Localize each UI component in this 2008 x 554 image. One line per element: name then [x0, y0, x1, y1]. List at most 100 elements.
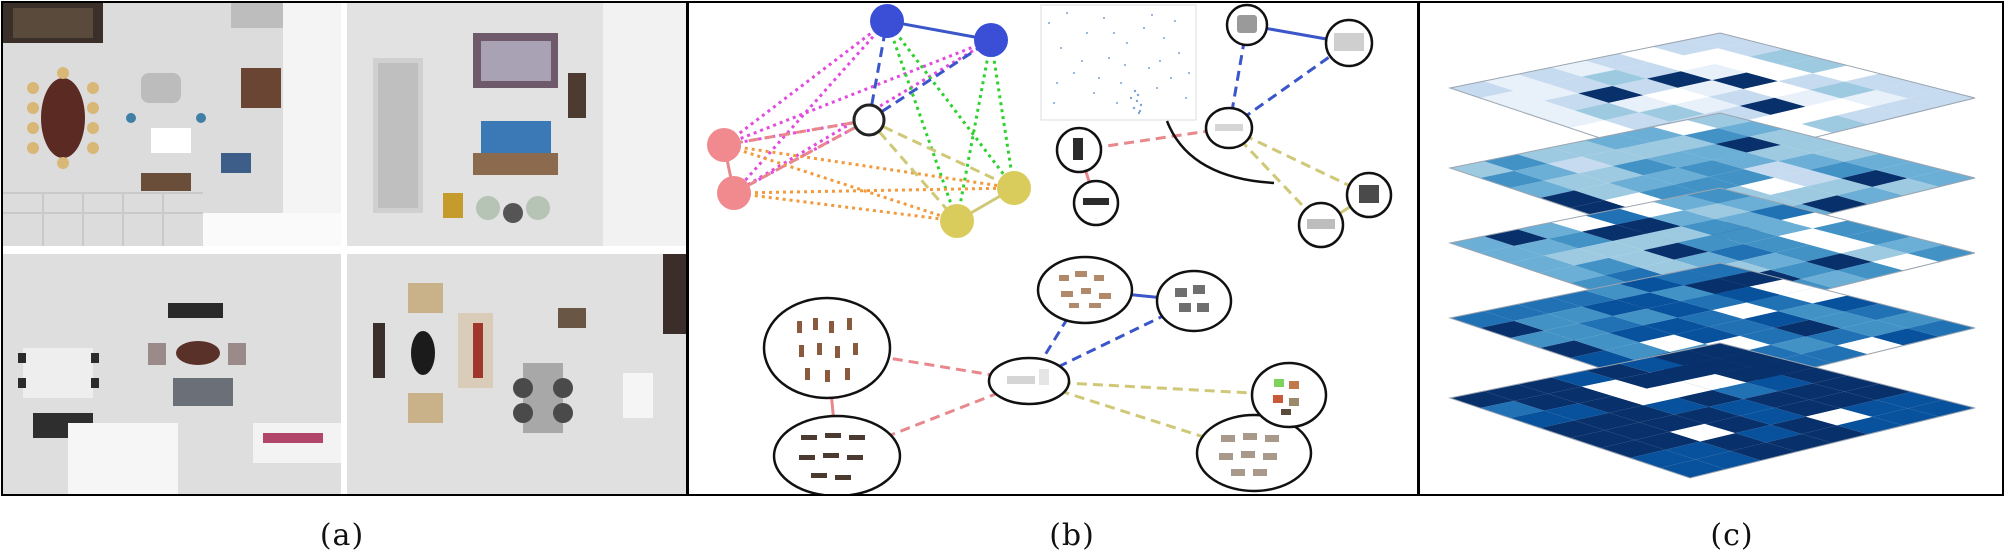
- heatmap-cell: [1450, 311, 1514, 328]
- heatmap-cell: [1581, 379, 1647, 396]
- heatmap-cell: [1809, 81, 1877, 99]
- heatmap-cell: [1480, 320, 1545, 338]
- heatmap-cell: [1574, 257, 1640, 276]
- heatmap-cell: [1774, 169, 1841, 187]
- room-living-kitchen: [3, 254, 341, 494]
- heatmap-cell: [1774, 399, 1841, 417]
- heatmap-cell: [1570, 430, 1635, 448]
- heatmap-cell: [1809, 161, 1877, 179]
- heatmap-cell: [1578, 85, 1644, 103]
- heatmap-cell: [1681, 63, 1747, 81]
- heatmap-cell: [1872, 408, 1940, 426]
- heatmap-cell: [1547, 231, 1613, 249]
- heatmap-cell: [1746, 374, 1813, 392]
- heatmap-cell: [1540, 190, 1605, 208]
- heatmap-cell: [1770, 336, 1837, 354]
- heatmap-cell: [1708, 168, 1775, 186]
- heatmap-cell: [1649, 365, 1716, 382]
- heatmap-cell: [1805, 408, 1873, 426]
- heatmap-cell: [1483, 304, 1548, 321]
- heatmap-cell: [1715, 211, 1782, 228]
- heatmap-cell: [1649, 55, 1716, 72]
- heatmap-cell: [1646, 301, 1713, 318]
- heatmap-cell: [1615, 292, 1682, 309]
- heatmap-cell: [1708, 88, 1775, 106]
- heatmap-cell: [1578, 240, 1644, 258]
- heatmap-cell: [1547, 76, 1613, 94]
- heatmap-cell: [1510, 255, 1575, 273]
- complete-graph: [722, 19, 1016, 223]
- heatmap-cell: [1708, 398, 1775, 416]
- heatmap-cell: [1513, 393, 1579, 411]
- heatmap-cell: [1801, 345, 1869, 363]
- heatmap-cell: [1649, 135, 1716, 152]
- object-set-nodes: [762, 255, 1328, 494]
- heatmap-cell: [1739, 407, 1806, 425]
- heatmap-cell: [1743, 391, 1810, 408]
- heatmap-cell: [1743, 161, 1810, 178]
- heatmap-cell: [1770, 416, 1837, 434]
- divider-a-b: [686, 3, 689, 494]
- heatmap-cell: [1540, 110, 1605, 128]
- stacked-heatmap-layers-icon: [1420, 3, 2002, 494]
- heatmap-cell: [1612, 308, 1678, 326]
- heatmap-cell: [1612, 233, 1678, 251]
- heatmap-cell: [1715, 56, 1782, 73]
- heatmap-cell: [1604, 112, 1670, 130]
- heatmap-cell: [1608, 95, 1675, 113]
- heatmap-cell: [1608, 175, 1675, 193]
- heatmap-cell: [1717, 351, 1784, 367]
- heatmap-cell: [1805, 178, 1873, 196]
- heatmap-cell: [1677, 235, 1744, 252]
- heatmap-cell: [1646, 71, 1713, 88]
- heatmap-cell: [1774, 319, 1841, 337]
- heatmap-cell: [1574, 332, 1640, 351]
- heatmap-cell: [1708, 243, 1775, 261]
- heatmap-cell: [1872, 328, 1940, 346]
- heatmap-cell: [1836, 186, 1904, 205]
- heatmap-cell: [1674, 406, 1740, 424]
- panel-a-floor-plans: [3, 3, 686, 494]
- heatmap-cell: [1578, 395, 1644, 413]
- heatmap-cell: [1717, 121, 1784, 137]
- heatmap-cell: [1544, 93, 1609, 111]
- heatmap-cell: [1677, 80, 1744, 97]
- heatmap-cell: [1715, 286, 1782, 303]
- heatmap-cell: [1801, 270, 1869, 288]
- heatmap-cell: [1604, 342, 1670, 360]
- heatmap-cell: [1770, 186, 1837, 204]
- heatmap-cell: [1809, 311, 1877, 329]
- heatmap-cell: [1581, 224, 1647, 241]
- heatmap-cell: [1681, 218, 1747, 236]
- floor-plan-rendering-icon: [3, 3, 686, 494]
- heatmap-cell: [1677, 160, 1744, 177]
- heatmap-cell: [1608, 405, 1675, 423]
- heatmap-cell: [1681, 293, 1747, 311]
- heatmap-cell: [1778, 383, 1845, 400]
- heatmap-cell: [1544, 173, 1609, 191]
- heatmap-cell: [1608, 325, 1675, 343]
- heatmap-cell: [1510, 410, 1575, 428]
- heatmap-cell: [1746, 64, 1813, 82]
- heatmap-cell: [1581, 69, 1647, 86]
- heatmap-cell: [1643, 397, 1709, 415]
- heatmap-cell: [1480, 400, 1545, 418]
- heatmap-cell: [1746, 144, 1813, 162]
- heatmap-cell: [1510, 100, 1575, 118]
- heatmap-cell: [1683, 358, 1750, 374]
- heatmap-cell: [1746, 294, 1813, 312]
- heatmap-cell: [1735, 424, 1802, 443]
- heatmap-cell: [1872, 98, 1940, 116]
- heatmap-cell: [1615, 372, 1682, 389]
- heatmap-cell: [1717, 41, 1784, 57]
- heatmap-cell: [1801, 115, 1869, 133]
- heatmap-cell: [1639, 414, 1705, 432]
- heatmap-cell: [1604, 422, 1670, 440]
- heatmap-cell: [1801, 195, 1869, 213]
- heatmap-cell: [1581, 149, 1647, 166]
- heatmap-cell: [1836, 416, 1904, 435]
- heatmap-cell: [1540, 265, 1605, 283]
- heatmap-cell: [1540, 340, 1605, 358]
- heatmap-cell: [1639, 334, 1705, 352]
- panel-c-stacked-layers: [1420, 3, 2002, 494]
